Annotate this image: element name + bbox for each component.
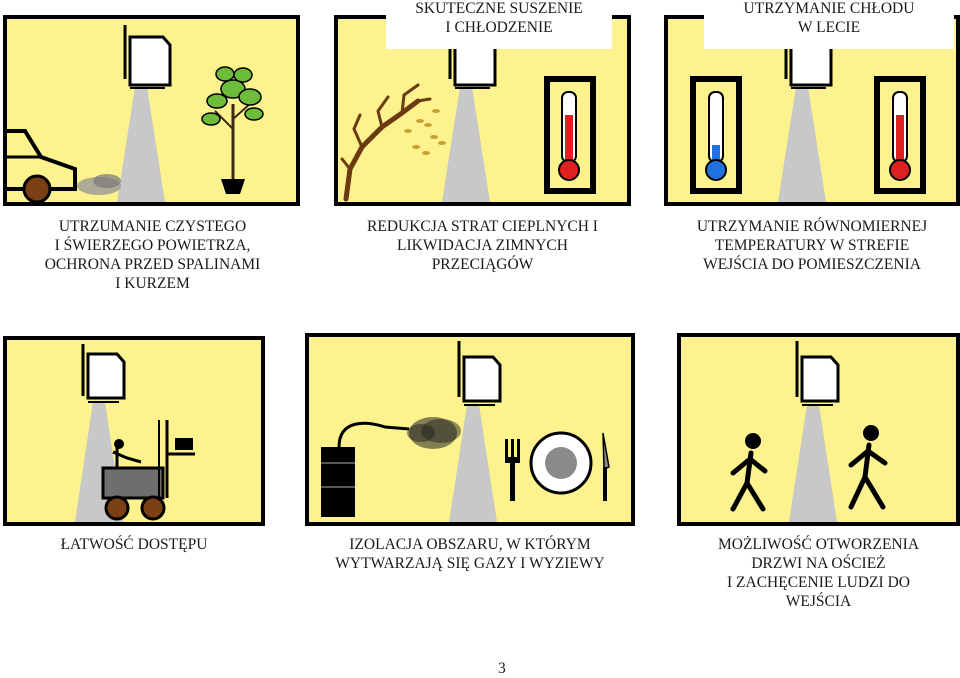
thermometer-cold-icon [690,76,742,194]
walking-person-icon [730,433,768,512]
panel-5-caption: IZOLACJA OBSZARU, W KTÓRYM WYTWARZAJĄ SI… [335,536,605,572]
thermometer-hot-icon [874,76,926,194]
bare-branch-icon [340,83,432,202]
panel-fume-isolation [305,333,635,526]
fork-icon [505,439,520,501]
panel-6-caption: MOŻLIWOŚĆ OTWORZENIA DRZWI NA OŚCIEŻ I Z… [717,536,920,610]
page-number: 3 [498,660,506,677]
air-curtain-unit-icon [123,25,172,89]
panel-3-tag: UTRZYMANIE CHŁODU W LECIE [704,0,954,49]
air-curtain-stream [778,87,826,202]
vehicle-exhaust-icon [7,129,121,202]
air-curtain-unit-icon [457,341,502,406]
air-curtain-stream [117,87,165,202]
panel-clean-air [3,15,300,206]
forklift-icon [101,420,195,521]
air-curtain-stream [449,405,497,522]
panel-open-doors [677,333,960,526]
knife-icon [602,432,610,501]
panel-2-tag: SKUTECZNE SUSZENIE I CHŁODZENIE [386,0,612,49]
air-curtain-unit-icon [795,341,840,406]
tree-icon [201,66,264,194]
barrel-hose-icon [321,421,410,517]
panel-easy-access [3,336,265,526]
plate-icon [529,431,593,495]
air-curtain-stream [789,405,837,522]
walking-person-icon [848,425,888,510]
wind-leaves-icon [404,109,446,155]
panel-1-caption: UTRZUMANIE CZYSTEGO I ŚWIERZEGO POWIETRZ… [44,218,261,292]
panel-2-caption: REDUKCJA STRAT CIEPLNYCH I LIKWIDACJA ZI… [367,218,598,273]
air-curtain-stream [442,87,490,202]
gas-spray-icon [407,417,461,449]
thermometer-hot-icon [544,76,596,194]
air-curtain-unit-icon [81,344,126,403]
panel-3-caption: UTRZYMANIE RÓWNOMIERNEJ TEMPERATURY W ST… [696,218,928,273]
panel-4-caption: ŁATWOŚĆ DOSTĘPU [60,536,208,553]
